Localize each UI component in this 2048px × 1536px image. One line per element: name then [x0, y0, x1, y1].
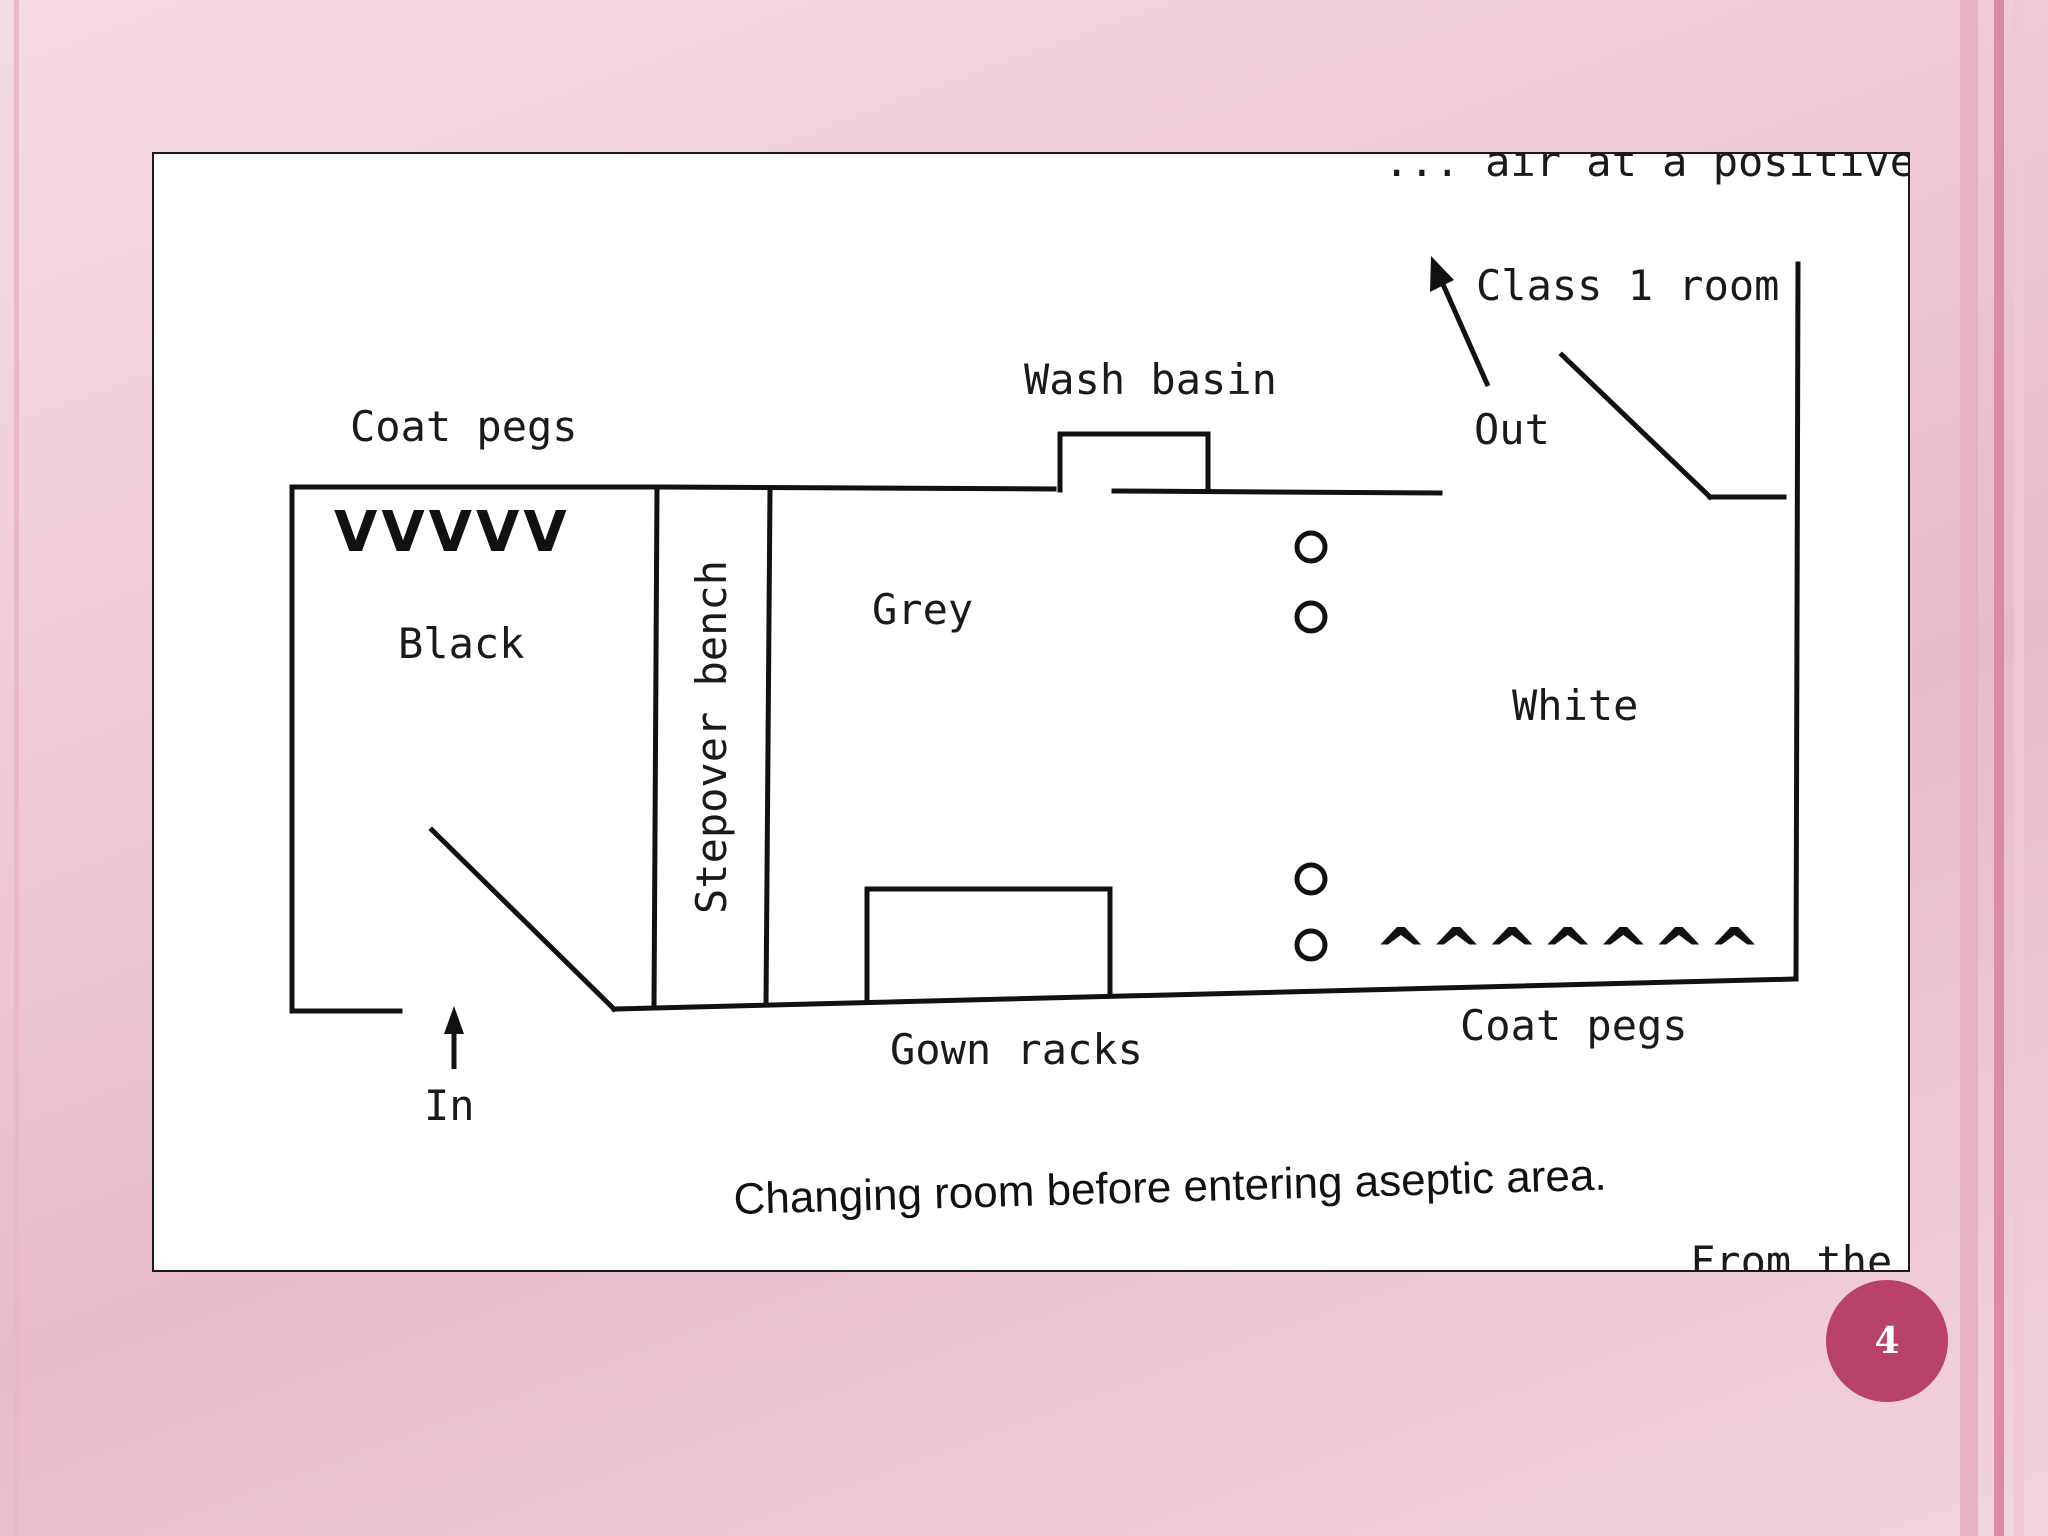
coat-pegs-top-label: Coat pegs	[350, 402, 578, 451]
stepover-bench-label: Stepover bench	[687, 560, 736, 914]
diagram-caption: Changing room before entering aseptic ar…	[733, 1151, 1607, 1224]
left-decorative-bar	[14, 0, 19, 1536]
bottom-wall	[611, 976, 1799, 1012]
zone-black-label: Black	[398, 619, 524, 668]
bench-right-edge	[763, 486, 773, 1008]
gown-racks-label: Gown racks	[890, 1025, 1143, 1074]
gown-racks	[864, 886, 1113, 1004]
hanger-ring-1	[1294, 530, 1328, 564]
zone-grey-label: Grey	[872, 585, 973, 634]
hanger-ring-2	[1294, 600, 1328, 634]
coat-pegs-bottom-label: Coat pegs	[1460, 1001, 1688, 1050]
right-bar-outer	[1960, 0, 1978, 1536]
class-room-label: Class 1 room	[1476, 261, 1779, 310]
in-arrow-icon	[444, 1006, 464, 1034]
out-arrow-icon	[1430, 256, 1454, 292]
changing-room-diagram: ... air at a positive Stepover bench Was…	[289, 154, 1908, 1270]
left-room-wall	[289, 484, 663, 1014]
entry-door	[428, 826, 618, 1013]
bench-left-edge	[651, 484, 660, 1010]
coat-pegs-top-symbols: VVVVV	[334, 500, 571, 565]
right-decorative-bars	[1958, 0, 2048, 1536]
out-label: Out	[1474, 405, 1550, 454]
in-label: In	[424, 1081, 475, 1130]
top-wall-white	[1111, 488, 1443, 496]
top-wall-grey	[657, 484, 1057, 492]
page-number-badge: 4	[1826, 1280, 1948, 1402]
right-bar-accent	[1994, 0, 2004, 1536]
hanger-ring-4	[1294, 928, 1328, 962]
zone-white-label: White	[1512, 681, 1638, 730]
right-wall	[1793, 261, 1801, 982]
right-bar-inner	[2014, 0, 2024, 1536]
bottom-cut-text: From the	[1690, 1237, 1892, 1270]
exit-door	[1558, 351, 1714, 501]
wash-basin	[1057, 431, 1211, 493]
wash-basin-label: Wash basin	[1024, 355, 1277, 404]
diagram-figure: ... air at a positive Stepover bench Was…	[152, 152, 1910, 1272]
hanger-ring-3	[1294, 862, 1328, 896]
top-cut-text: ... air at a positive	[1384, 154, 1908, 186]
out-arrow-shaft	[1439, 280, 1491, 388]
coat-pegs-bottom-symbols: ^^^^^^^	[1374, 916, 1763, 990]
